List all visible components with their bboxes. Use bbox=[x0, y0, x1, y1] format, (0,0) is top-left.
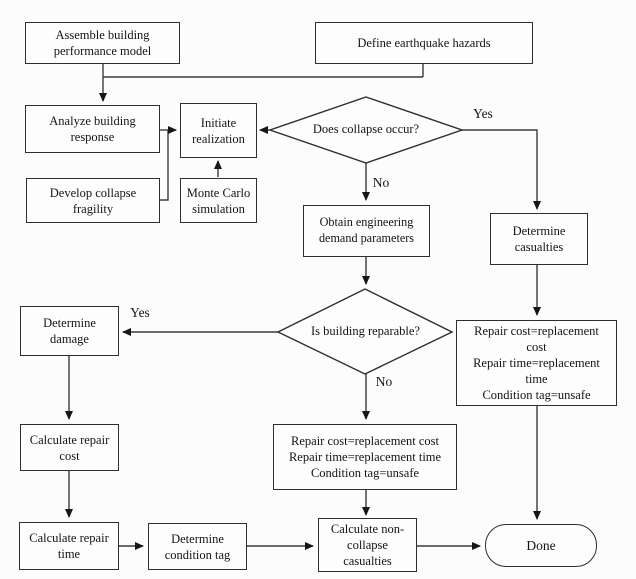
node-repair-replacement-unsafe-right: Repair cost=replacement cost Repair time… bbox=[456, 320, 617, 406]
node-label: Determine condition tag bbox=[164, 531, 231, 562]
node-determine-damage: Determine damage bbox=[20, 306, 119, 356]
decision-does-collapse-occur-label: Does collapse occur? bbox=[276, 103, 456, 157]
node-label: Calculate repair time bbox=[29, 531, 109, 561]
node-label: Define earthquake hazards bbox=[357, 36, 491, 50]
edge-collapse-yes-to-determine-casualties bbox=[462, 129, 541, 210]
edge-define-hazards-to-junction bbox=[103, 64, 424, 78]
node-define-earthquake-hazards: Define earthquake hazards bbox=[315, 22, 533, 64]
node-label: Obtain engineering demand parameters bbox=[318, 215, 415, 245]
node-label: Repair cost=replacement cost Repair time… bbox=[288, 434, 442, 480]
node-label: Assemble building performance model bbox=[53, 28, 152, 58]
node-label: Develop collapse fragility bbox=[49, 185, 137, 216]
edge-develop-fragility-join bbox=[160, 130, 169, 201]
edge-label-collapse-yes: Yes bbox=[473, 106, 493, 121]
node-calculate-repair-cost: Calculate repair cost bbox=[20, 424, 119, 471]
node-label: Calculate non- collapse casualties bbox=[330, 522, 405, 568]
node-label: Determine casualties bbox=[512, 224, 566, 254]
node-assemble-building-performance-model: Assemble building performance model bbox=[25, 22, 180, 64]
node-analyze-building-response: Analyze building response bbox=[25, 105, 160, 153]
node-done-terminator: Done bbox=[485, 524, 597, 567]
node-determine-condition-tag: Determine condition tag bbox=[148, 523, 247, 570]
decision-is-building-reparable-label: Is building reparable? bbox=[284, 295, 447, 369]
node-calculate-non-collapse-casualties: Calculate non- collapse casualties bbox=[318, 518, 417, 572]
node-label: Is building reparable? bbox=[311, 324, 420, 339]
node-label: Repair cost=replacement cost Repair time… bbox=[473, 324, 600, 402]
node-monte-carlo-simulation: Monte Carlo simulation bbox=[180, 178, 257, 223]
node-label: Monte Carlo simulation bbox=[186, 185, 251, 216]
node-obtain-engineering-demand-parameters: Obtain engineering demand parameters bbox=[303, 205, 430, 257]
node-label: Analyze building response bbox=[49, 114, 136, 144]
edge-label-collapse-no: No bbox=[372, 175, 390, 190]
node-initiate-realization: Initiate realization bbox=[180, 103, 257, 158]
node-label: Initiate realization bbox=[192, 115, 245, 146]
decision-does-collapse-occur-shape bbox=[267, 96, 465, 164]
node-calculate-repair-time: Calculate repair time bbox=[19, 522, 119, 570]
node-repair-replacement-unsafe-center: Repair cost=replacement cost Repair time… bbox=[273, 424, 457, 490]
decision-is-building-reparable-shape bbox=[276, 288, 454, 375]
edge-label-reparable-yes: Yes bbox=[130, 305, 150, 320]
node-label: Calculate repair cost bbox=[29, 432, 110, 463]
node-label: Done bbox=[526, 537, 556, 553]
node-develop-collapse-fragility: Develop collapse fragility bbox=[26, 178, 160, 223]
node-determine-casualties: Determine casualties bbox=[490, 213, 588, 265]
node-label: Determine damage bbox=[43, 316, 96, 346]
node-label: Does collapse occur? bbox=[312, 122, 420, 137]
edge-label-reparable-no: No bbox=[375, 374, 393, 389]
